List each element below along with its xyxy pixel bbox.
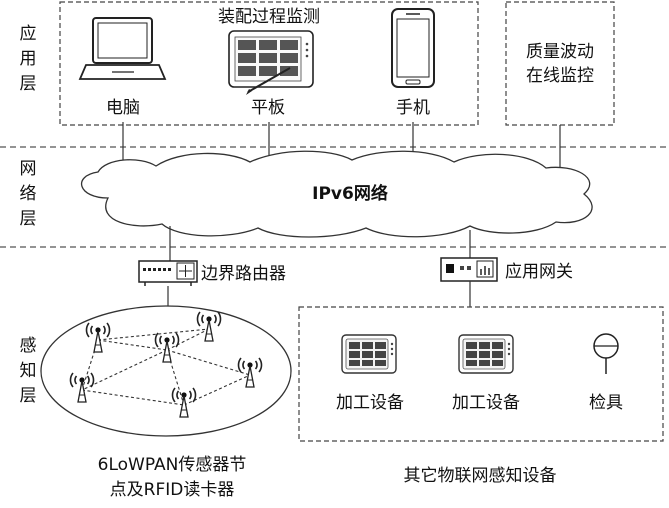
device-label-tablet: 平板 — [251, 98, 285, 118]
sensor-caption-line-2: 点及RFID读卡器 — [110, 480, 235, 500]
ipv6-network-cloud — [80, 150, 593, 238]
sensor-node-icon — [69, 372, 95, 403]
gauge-icon — [593, 333, 619, 374]
processing-equipment-icon — [341, 334, 397, 374]
ipv6-network-label: IPv6网络 — [312, 183, 388, 204]
svg-text:网: 网 — [20, 159, 37, 179]
sensor-caption-line-1: 6LoWPAN传感器节 — [98, 455, 247, 475]
svg-text:络: 络 — [20, 184, 37, 204]
tablet-icon — [228, 30, 314, 95]
layer-label-network: 网 络 层 — [20, 159, 37, 229]
quality-monitoring-line-1: 质量波动 — [526, 42, 594, 62]
svg-text:应: 应 — [20, 24, 37, 44]
laptop-icon — [78, 17, 167, 80]
svg-text:知: 知 — [20, 361, 37, 381]
phone-icon — [391, 8, 435, 88]
sensor-node-icon — [154, 332, 180, 363]
border-router-icon — [138, 260, 198, 286]
iot-devices-caption: 其它物联网感知设备 — [404, 466, 557, 486]
processing-equipment-icon — [458, 334, 514, 374]
svg-text:层: 层 — [20, 74, 37, 94]
application-gateway-icon — [440, 257, 498, 282]
quality-monitoring-line-2: 在线监控 — [526, 66, 594, 86]
quality-monitoring-box — [505, 1, 615, 126]
sensor-network-ellipse — [40, 305, 292, 437]
iot-device-label-3: 检具 — [589, 393, 623, 413]
assembly-monitoring-title: 装配过程监测 — [218, 7, 320, 27]
sensor-node-icon — [196, 311, 222, 342]
device-label-computer: 电脑 — [106, 98, 140, 118]
iot-device-label-1: 加工设备 — [336, 393, 404, 413]
device-label-phone: 手机 — [396, 98, 430, 118]
svg-text:用: 用 — [20, 49, 37, 69]
svg-text:层: 层 — [20, 209, 37, 229]
layer-label-perception: 感 知 层 — [20, 336, 37, 406]
border-router-label: 边界路由器 — [201, 264, 286, 284]
svg-text:感: 感 — [20, 336, 37, 356]
iot-device-label-2: 加工设备 — [452, 393, 520, 413]
sensor-node-icon — [171, 387, 197, 418]
layer-label-application: 应 用 层 — [20, 24, 37, 94]
application-gateway-label: 应用网关 — [505, 262, 573, 282]
sensor-node-icon — [85, 322, 111, 353]
svg-text:层: 层 — [20, 386, 37, 406]
iot-devices-box — [298, 306, 664, 442]
assembly-monitoring-box — [59, 1, 479, 126]
